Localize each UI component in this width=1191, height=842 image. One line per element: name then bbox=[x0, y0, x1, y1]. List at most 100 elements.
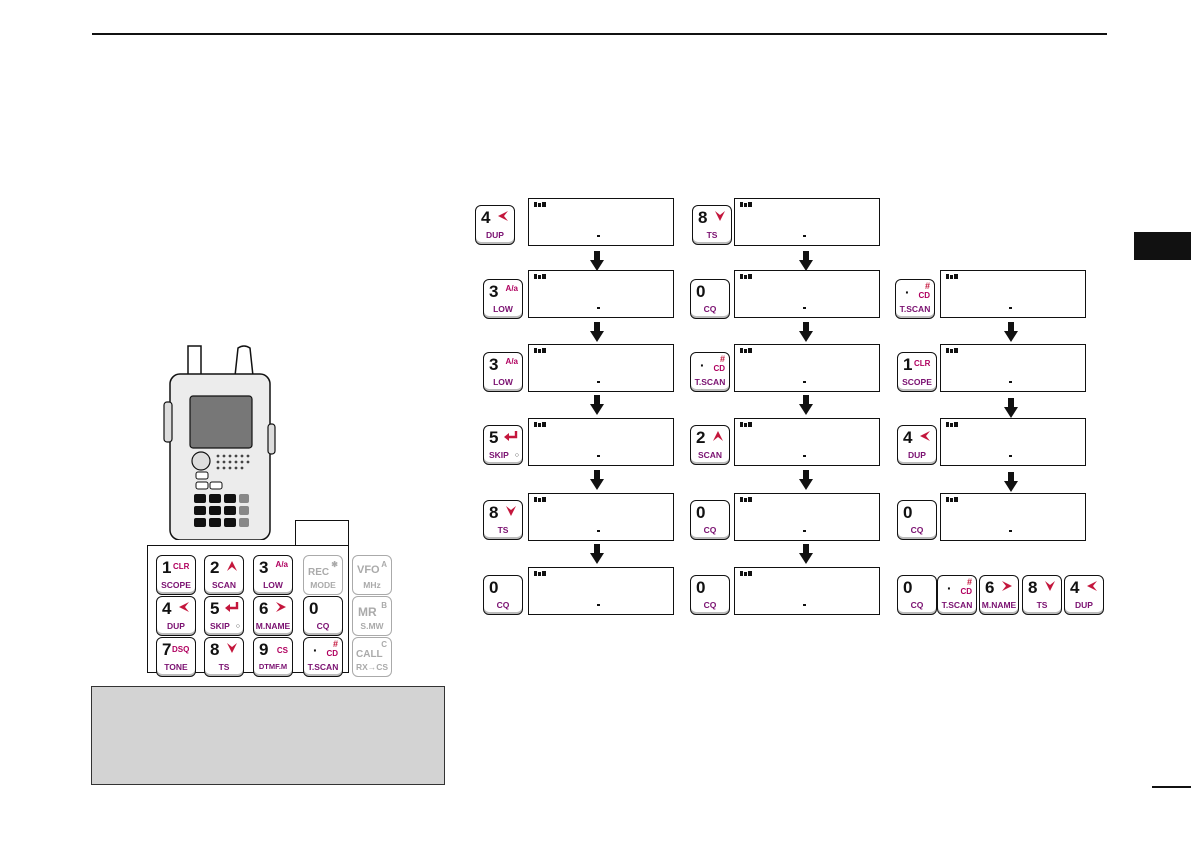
arrow-left-icon bbox=[920, 431, 930, 441]
seq-key-4-dup[interactable]: 4 DUP bbox=[897, 425, 937, 465]
arrow-down-icon bbox=[799, 470, 813, 490]
signal-icon bbox=[946, 497, 958, 502]
key-digit: 2 bbox=[696, 428, 706, 447]
key-upper-label: CD bbox=[326, 649, 338, 658]
key-digit: 1 bbox=[903, 355, 913, 374]
seq-key-2-scan[interactable]: 2 SCAN bbox=[690, 425, 730, 465]
seq-key-8-ts[interactable]: 8 TS bbox=[1022, 575, 1062, 615]
note-box bbox=[91, 686, 445, 785]
signal-icon bbox=[946, 422, 958, 427]
key-digit: 4 bbox=[481, 208, 491, 227]
key-digit: 3 bbox=[489, 282, 499, 301]
seq-key-3-low[interactable]: 3 A/a LOW bbox=[483, 279, 523, 319]
key-lower-label: CQ bbox=[910, 525, 924, 535]
key-mr-smw[interactable]: MR B S.MW bbox=[352, 596, 392, 636]
key-upper-label: CD bbox=[713, 364, 725, 373]
key-lower-label: MHz bbox=[363, 580, 381, 590]
signal-icon bbox=[740, 348, 752, 353]
lcd-display bbox=[734, 270, 880, 318]
key-2-scan[interactable]: 2 SCAN bbox=[204, 555, 244, 595]
key-upper-label: CLR bbox=[173, 562, 190, 571]
seq-key-dot-tscan[interactable]: · # CD T.SCAN bbox=[895, 279, 935, 319]
key-digit: VFO bbox=[357, 564, 380, 576]
key-4-dup[interactable]: 4 DUP bbox=[156, 596, 196, 636]
key-digit: 3 bbox=[489, 355, 499, 374]
key-dot-cd-tscan[interactable]: · # CD T.SCAN bbox=[303, 637, 343, 677]
lcd-display bbox=[528, 344, 674, 392]
key-digit: 0 bbox=[309, 599, 319, 618]
key-digit: 8 bbox=[489, 503, 499, 522]
lcd-display bbox=[734, 567, 880, 615]
key-9-cs-dtmf[interactable]: 9 CS DTMF.M bbox=[253, 637, 293, 677]
key-lower-label: DUP bbox=[486, 230, 504, 240]
seq-key-3-low[interactable]: 3 A/a LOW bbox=[483, 352, 523, 392]
seq-key-0-cq[interactable]: 0 CQ bbox=[897, 575, 937, 615]
key-upper-label: C bbox=[381, 640, 387, 649]
arrow-right-icon bbox=[276, 602, 286, 612]
seq-key-dot-tscan[interactable]: · # CD T.SCAN bbox=[690, 352, 730, 392]
seq-key-8-ts[interactable]: 8 TS bbox=[692, 205, 732, 245]
signal-icon bbox=[534, 571, 546, 576]
arrow-left-icon bbox=[179, 602, 189, 612]
seq-key-5-skip[interactable]: 5 SKIP ○ bbox=[483, 425, 523, 465]
key-lower-label: MODE bbox=[310, 580, 336, 590]
seq-key-0-cq[interactable]: 0 CQ bbox=[690, 279, 730, 319]
arrow-down-icon bbox=[590, 251, 604, 271]
key-3-a-low[interactable]: 3 A/a LOW bbox=[253, 555, 293, 595]
key-digit: 0 bbox=[696, 578, 706, 597]
seq-key-0-cq[interactable]: 0 CQ bbox=[483, 575, 523, 615]
signal-icon bbox=[740, 274, 752, 279]
lcd-display bbox=[940, 418, 1086, 466]
key-lower-label: LOW bbox=[493, 377, 513, 387]
enter-arrow-icon bbox=[504, 431, 518, 441]
arrow-down-icon bbox=[1004, 472, 1018, 492]
arrow-down-icon bbox=[506, 506, 516, 516]
key-lower-label: M.NAME bbox=[981, 600, 1017, 610]
seq-key-0-cq[interactable]: 0 CQ bbox=[690, 500, 730, 540]
decimal-point bbox=[803, 455, 806, 457]
key-6-m-name[interactable]: 6 M.NAME bbox=[253, 596, 293, 636]
seq-key-dot-tscan[interactable]: · # CD T.SCAN bbox=[937, 575, 977, 615]
key-lower-label: T.SCAN bbox=[307, 662, 339, 672]
signal-icon bbox=[740, 202, 752, 207]
arrow-right-icon bbox=[1002, 581, 1012, 591]
decimal-point bbox=[1009, 381, 1012, 383]
decimal-point bbox=[597, 530, 600, 532]
key-8-ts[interactable]: 8 TS bbox=[204, 637, 244, 677]
decimal-point bbox=[597, 455, 600, 457]
seq-key-0-cq[interactable]: 0 CQ bbox=[690, 575, 730, 615]
seq-key-4-dup[interactable]: 4 DUP bbox=[1064, 575, 1104, 615]
key-lower-label: CQ bbox=[910, 600, 924, 610]
key-digit: · bbox=[947, 580, 952, 596]
key-vfo-mhz[interactable]: VFO A MHz bbox=[352, 555, 392, 595]
decimal-point bbox=[597, 604, 600, 606]
seq-key-4-dup[interactable]: 4 DUP bbox=[475, 205, 515, 245]
key-digit: REC bbox=[308, 567, 330, 578]
key-rec-mode[interactable]: REC ✱ MODE bbox=[303, 555, 343, 595]
key-call-rxcs[interactable]: CALL C RX→CS bbox=[352, 637, 392, 677]
key-lower-label: DUP bbox=[167, 621, 185, 631]
key-1-clr-scope[interactable]: 1 CLR SCOPE bbox=[156, 555, 196, 595]
skip-circle-icon: ○ bbox=[514, 452, 519, 459]
arrow-up-icon bbox=[227, 561, 237, 571]
signal-icon bbox=[534, 274, 546, 279]
key-lower-label: TS bbox=[497, 525, 509, 535]
key-upper-label: CD bbox=[960, 587, 972, 596]
seq-key-8-ts[interactable]: 8 TS bbox=[483, 500, 523, 540]
key-digit: 8 bbox=[1028, 578, 1038, 597]
hash-icon: # bbox=[924, 281, 930, 291]
key-lower-label: T.SCAN bbox=[694, 377, 726, 387]
key-7-dsq-tone[interactable]: 7 DSQ TONE bbox=[156, 637, 196, 677]
arrow-down-icon bbox=[590, 470, 604, 490]
key-lower-label: SCAN bbox=[697, 450, 723, 460]
seq-key-6-m-name[interactable]: 6 M.NAME bbox=[979, 575, 1019, 615]
skip-circle-icon: ○ bbox=[235, 623, 240, 630]
key-0-cq[interactable]: 0 CQ bbox=[303, 596, 343, 636]
key-lower-label: DTMF.M bbox=[258, 662, 288, 671]
seq-key-1-scope[interactable]: 1 CLR SCOPE bbox=[897, 352, 937, 392]
lcd-display bbox=[940, 493, 1086, 541]
lcd-display bbox=[528, 493, 674, 541]
seq-key-0-cq[interactable]: 0 CQ bbox=[897, 500, 937, 540]
key-digit: 1 bbox=[162, 558, 172, 577]
key-5-skip[interactable]: 5 SKIP ○ bbox=[204, 596, 244, 636]
